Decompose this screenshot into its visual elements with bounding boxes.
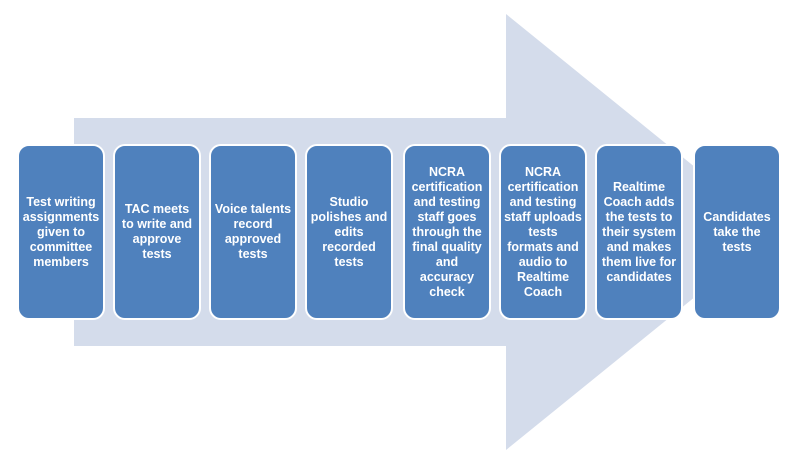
step-6-box: NCRA certification and testing staff upl… (499, 144, 587, 320)
step-7-box: Realtime Coach adds the tests to their s… (595, 144, 683, 320)
step-8-label: Candidates take the tests (703, 209, 771, 254)
step-5-box: NCRA certification and testing staff goe… (403, 144, 491, 320)
process-steps: Test writing assignments given to commit… (17, 144, 783, 320)
step-1-box: Test writing assignments given to commit… (17, 144, 105, 320)
step-4-box: Studio polishes and edits recorded tests (305, 144, 393, 320)
step-2-box: TAC meets to write and approve tests (113, 144, 201, 320)
step-1-label: Test writing assignments given to commit… (22, 194, 100, 269)
step-6-label: NCRA certification and testing staff upl… (504, 164, 582, 299)
step-3-box: Voice talents record approved tests (209, 144, 297, 320)
step-2-label: TAC meets to write and approve tests (121, 202, 193, 261)
step-4-label: Studio polishes and edits recorded tests (310, 194, 388, 269)
step-3-label: Voice talents record approved tests (214, 202, 292, 261)
step-8-box: Candidates take the tests (693, 144, 781, 320)
step-7-label: Realtime Coach adds the tests to their s… (601, 179, 677, 284)
step-5-label: NCRA certification and testing staff goe… (411, 164, 483, 299)
